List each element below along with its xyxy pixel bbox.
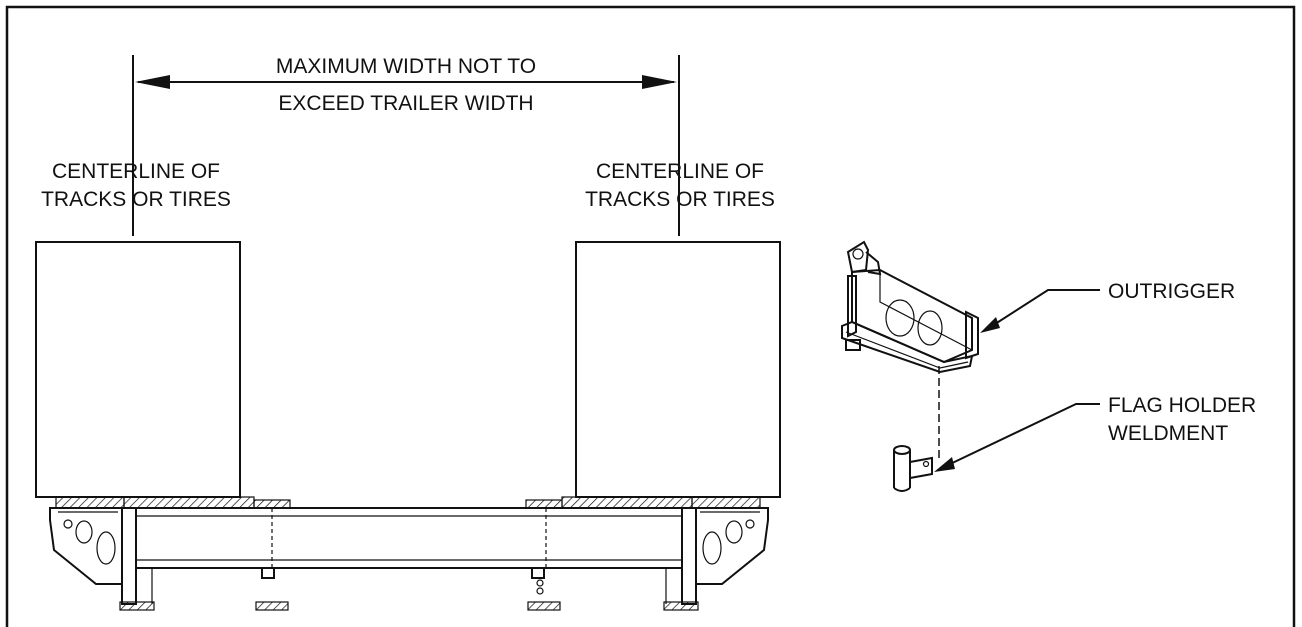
- right-centerline-label-line2: TRACKS OR TIRES: [585, 188, 775, 211]
- flag-holder-label-line2: WELDMENT: [1108, 422, 1228, 445]
- dimension-label-line1: MAXIMUM WIDTH NOT TO: [276, 55, 536, 78]
- dimension-arrow-right: [642, 75, 677, 89]
- right-centerline-label-line1: CENTERLINE OF: [596, 160, 764, 183]
- right-track-block: [575, 241, 781, 498]
- flag-holder-part: [893, 445, 933, 492]
- outrigger-label: OUTRIGGER: [1108, 280, 1235, 303]
- left-centerline-label-line2: TRACKS OR TIRES: [41, 188, 231, 211]
- trailer-frame: [49, 496, 769, 611]
- flag-holder-leader: [934, 403, 1100, 472]
- dimension-arrow-left: [135, 75, 170, 89]
- left-centerline-label-line1: CENTERLINE OF: [52, 160, 220, 183]
- diagram-frame: [5, 5, 1296, 627]
- outrigger-part: [841, 240, 979, 374]
- flag-holder-label-line1: FLAG HOLDER: [1108, 394, 1256, 417]
- width-dimension: [132, 55, 680, 236]
- left-track-block: [35, 241, 241, 498]
- dimension-label-line2: EXCEED TRAILER WIDTH: [278, 92, 533, 115]
- outrigger-leader: [980, 289, 1100, 333]
